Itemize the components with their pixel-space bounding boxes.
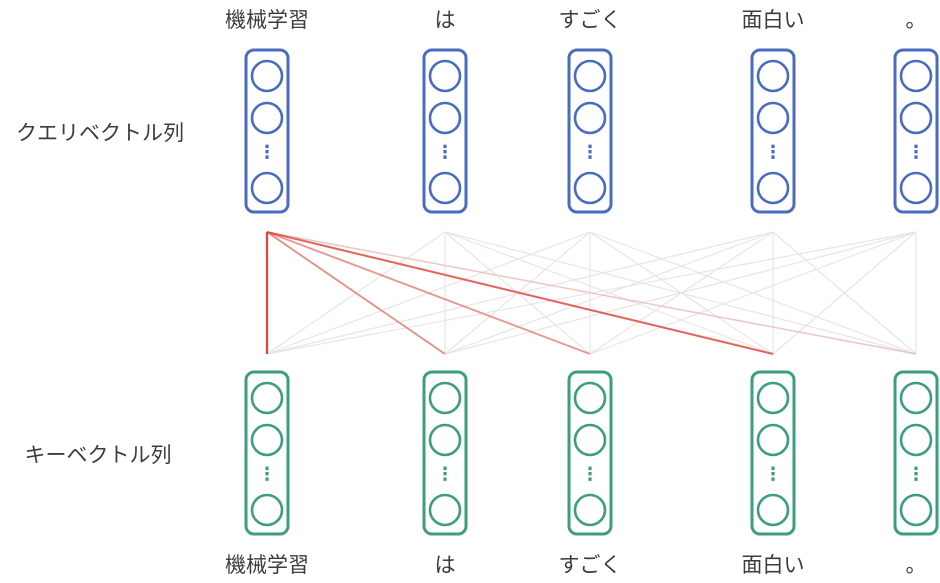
query-vector-unit [428,171,462,205]
query-vector-ellipsis: ⋮ [764,142,782,163]
key-vector-frame [244,370,290,536]
top-token-label: すごく [559,8,622,32]
key-vector-unit [250,381,284,415]
faint-connection-line [444,231,774,355]
query-vector-unit [250,101,284,135]
top-token-label: 。 [906,8,927,32]
top-token-labels: 機械学習 は すごく 面白い 。 [225,8,927,32]
attention-line [266,231,917,355]
key-vector-unit [428,493,462,527]
key-vector-unit [573,493,607,527]
bottom-token-label: 機械学習 [225,553,309,577]
attention-line [266,230,774,356]
key-vector-unit [573,423,607,457]
query-vector-unit [899,171,933,205]
key-vector-unit [899,423,933,457]
key-vector-frame [750,370,796,536]
query-vector-unit [428,101,462,135]
faint-connection-line [772,231,917,355]
attention-line [266,231,446,355]
key-vector-unit [756,381,790,415]
query-vector-unit [573,171,607,205]
key-vector-unit [428,423,462,457]
key-vector-unit [250,423,284,457]
key-vector-unit [428,381,462,415]
query-vector-frame [422,48,468,214]
key-vector-ellipsis: ⋮ [436,464,454,485]
key-vector-1: ⋮ [422,370,468,536]
top-token-label: 機械学習 [225,8,309,32]
top-token-label: は [435,8,456,32]
faint-connection-line [589,231,917,355]
key-vector-unit [756,493,790,527]
query-vector-ellipsis: ⋮ [581,142,599,163]
key-vector-unit [899,381,933,415]
attention-lines [265,230,917,356]
query-vector-unit [428,59,462,93]
key-vectors: ⋮ ⋮ ⋮ ⋮ ⋮ [244,370,939,536]
key-vector-2: ⋮ [567,370,613,536]
query-vector-unit [250,171,284,205]
query-vectors: ⋮ ⋮ ⋮ ⋮ ⋮ [244,48,939,214]
key-vector-0: ⋮ [244,370,290,536]
key-vector-unit [756,423,790,457]
query-vector-4: ⋮ [893,48,939,214]
bottom-token-label: すごく [559,553,622,577]
query-vector-ellipsis: ⋮ [436,142,454,163]
key-vector-unit [899,493,933,527]
query-vector-unit [756,59,790,93]
top-token-label: 面白い [742,8,805,32]
faint-connection-line [266,231,917,355]
query-row-label: クエリベクトル列 [16,121,184,145]
query-vector-unit [899,101,933,135]
key-vector-unit [573,381,607,415]
query-vector-unit [756,171,790,205]
bottom-token-label: 面白い [742,553,805,577]
query-vector-frame [244,48,290,214]
query-vector-1: ⋮ [422,48,468,214]
query-vector-unit [899,59,933,93]
bottom-token-label: 。 [906,553,927,577]
query-vector-unit [573,101,607,135]
query-vector-unit [756,101,790,135]
key-vector-ellipsis: ⋮ [581,464,599,485]
key-row-label: キーベクトル列 [25,443,172,467]
key-vector-frame [422,370,468,536]
query-vector-unit [250,59,284,93]
key-vector-unit [250,493,284,527]
query-vector-3: ⋮ [750,48,796,214]
key-vector-ellipsis: ⋮ [907,464,925,485]
faint-connection-lines [266,231,917,355]
bottom-token-label: は [435,553,456,577]
query-vector-unit [573,59,607,93]
query-vector-2: ⋮ [567,48,613,214]
bottom-token-labels: 機械学習 は すごく 面白い 。 [225,553,927,577]
attention-line [266,231,591,355]
query-vector-frame [893,48,939,214]
key-vector-frame [567,370,613,536]
key-vector-3: ⋮ [750,370,796,536]
key-vector-ellipsis: ⋮ [258,464,276,485]
key-vector-frame [893,370,939,536]
query-vector-ellipsis: ⋮ [907,142,925,163]
query-vector-frame [750,48,796,214]
query-vector-frame [567,48,613,214]
query-vector-0: ⋮ [244,48,290,214]
faint-connection-line [444,231,917,355]
key-vector-ellipsis: ⋮ [764,464,782,485]
query-vector-ellipsis: ⋮ [258,142,276,163]
key-vector-4: ⋮ [893,370,939,536]
